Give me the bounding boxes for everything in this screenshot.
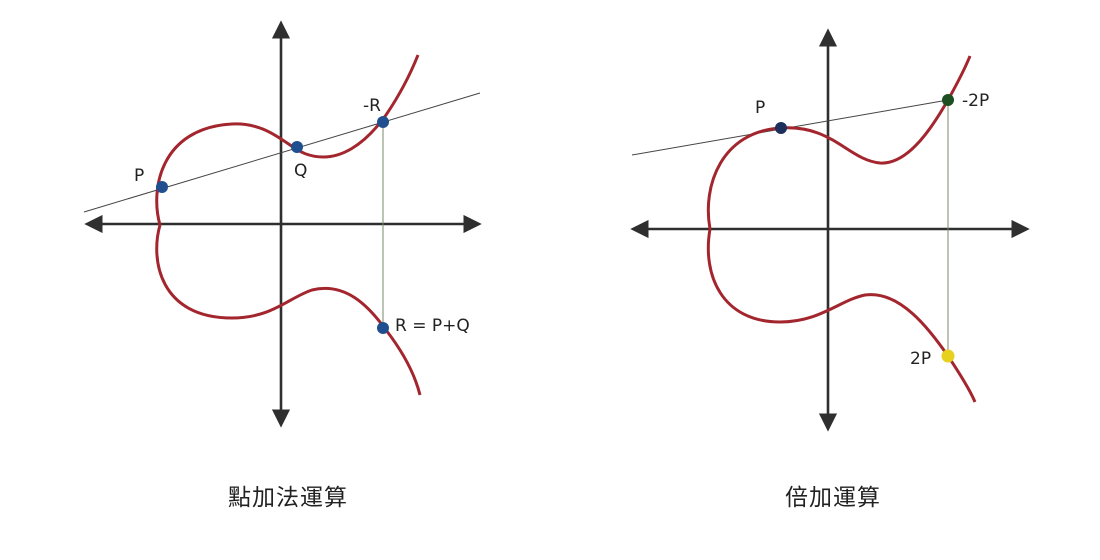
doubling-point-2p <box>941 349 955 363</box>
addition-diagram: P Q -R R = P+Q <box>83 20 482 428</box>
doubling-point-neg-2p <box>942 94 954 106</box>
doubling-caption: 倍加運算 <box>785 485 881 511</box>
addition-label-p: P <box>134 166 144 186</box>
addition-curve-upper <box>155 54 420 226</box>
addition-label-q: Q <box>294 161 307 181</box>
addition-point-q <box>291 141 303 153</box>
doubling-curve-upper <box>706 55 972 230</box>
doubling-point-p <box>775 122 787 134</box>
addition-label-neg-r: -R <box>363 96 381 116</box>
doubling-diagram: P -2P 2P <box>630 28 1030 432</box>
doubling-label-neg-2p: -2P <box>962 91 989 111</box>
addition-point-r <box>377 322 389 334</box>
addition-point-neg-r <box>377 116 389 128</box>
addition-caption: 點加法運算 <box>228 485 348 511</box>
doubling-label-2p: 2P <box>910 349 931 369</box>
doubling-label-p: P <box>755 98 765 118</box>
addition-label-r: R = P+Q <box>395 316 470 336</box>
doubling-curve-lower <box>706 228 977 403</box>
addition-secant-line <box>83 92 481 213</box>
addition-point-p <box>156 181 168 193</box>
addition-curve-lower <box>155 224 422 396</box>
